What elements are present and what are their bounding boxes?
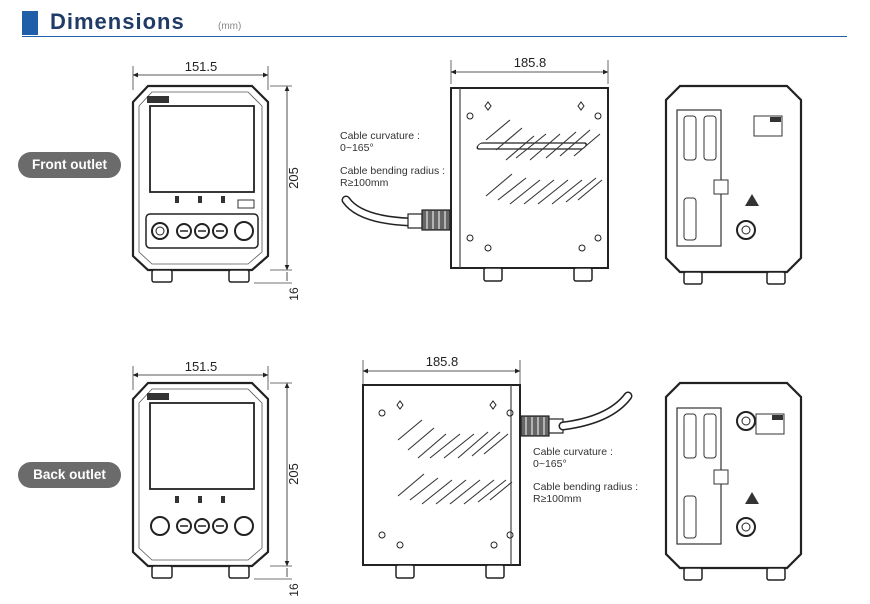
depth-dimension: 185.8 xyxy=(426,354,459,369)
front-view-unit xyxy=(131,366,292,580)
header-rule xyxy=(22,36,847,37)
unit-label: (mm) xyxy=(218,21,242,32)
cable-curvature-label: Cable curvature : xyxy=(533,446,613,458)
back-view-unit xyxy=(664,381,803,581)
front-view-unit xyxy=(131,66,292,284)
foot-dimension: 16 xyxy=(287,583,301,597)
side-view-unit xyxy=(362,360,633,579)
back-outlet-label: Back outlet xyxy=(18,462,121,488)
back-view-unit xyxy=(664,84,803,285)
bending-radius-label: Cable bending radius : xyxy=(533,481,639,493)
cable-curvature-label: Cable curvature : xyxy=(340,130,420,142)
height-dimension: 205 xyxy=(286,167,301,189)
width-dimension: 151.5 xyxy=(185,359,218,374)
bending-radius-value: R≥100mm xyxy=(533,493,582,505)
section-header: Dimensions (mm) xyxy=(22,9,847,37)
bending-radius-label: Cable bending radius : xyxy=(340,165,446,177)
page-title: Dimensions xyxy=(50,9,185,34)
bending-radius-value: R≥100mm xyxy=(340,177,389,189)
depth-dimension: 185.8 xyxy=(514,55,547,70)
front-outlet-label: Front outlet xyxy=(18,152,121,178)
cable-curvature-value: 0~165° xyxy=(340,142,374,154)
side-view-unit xyxy=(341,60,609,282)
cable-curvature-value: 0~165° xyxy=(533,458,567,470)
height-dimension: 205 xyxy=(286,463,301,485)
header-accent-square xyxy=(22,11,38,35)
width-dimension: 151.5 xyxy=(185,59,218,74)
foot-dimension: 16 xyxy=(287,287,301,301)
